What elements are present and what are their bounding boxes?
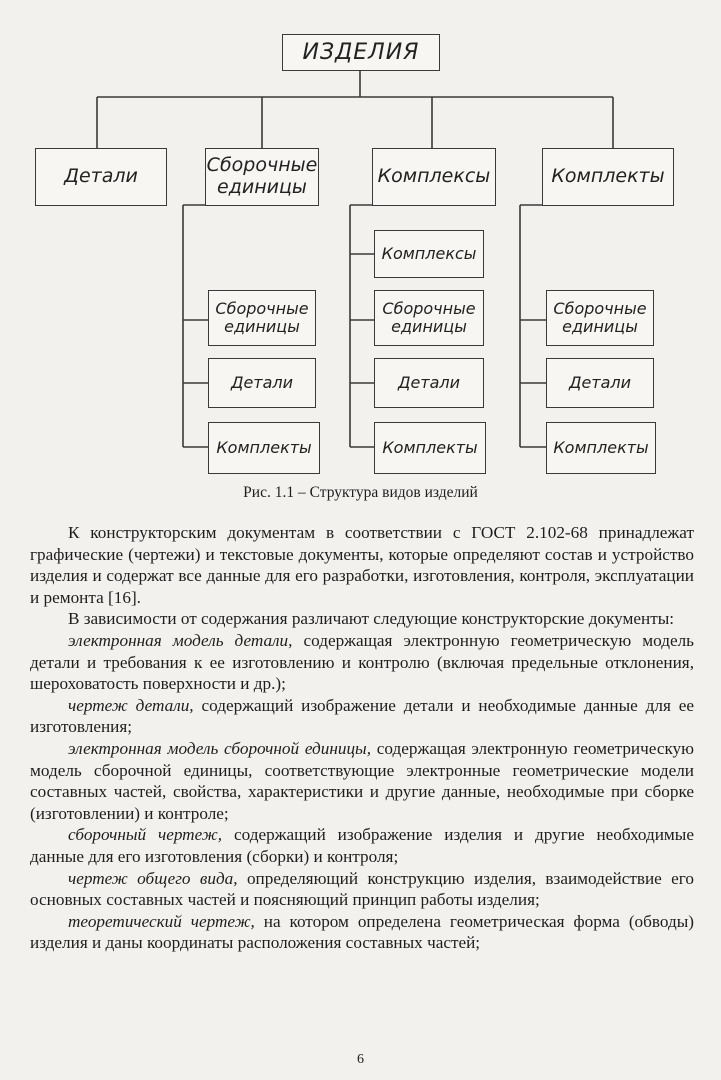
term: чертеж детали, [68,695,194,715]
paragraph: чертеж общего вида, определяющий констру… [30,868,695,910]
paragraph: электронная модель детали, содержащая эл… [30,630,694,694]
diagram-connectors [96,70,614,448]
node-kit-child-parts: Детали [546,358,654,408]
paragraph: В зависимости от содержания различают сл… [68,609,675,629]
node-kits: Комплекты [542,148,674,206]
node-assembly-child-assembly-units: Сборочные единицы [208,290,316,346]
term: электронная модель детали, [68,630,293,650]
node-complexes: Комплексы [372,148,496,206]
term: чертеж общего вида, [68,868,238,888]
paragraph: К конструкторским документам в соответст… [30,523,694,607]
term: теоретический чертеж, [68,911,255,931]
node-assembly-child-parts: Детали [208,358,316,408]
paragraph: чертеж детали, содержащий изображение де… [30,695,695,737]
node-complex-child-assembly-units: Сборочные единицы [374,290,484,346]
paragraph: электронная модель сборочной единицы, со… [30,738,694,823]
node-complex-child-parts: Детали [374,358,484,408]
page-number: 6 [357,1052,364,1067]
node-assembly-child-kits: Комплекты [208,422,320,474]
node-parts: Детали [35,148,167,206]
node-assembly-units: Сборочные единицы [205,148,319,206]
body-text: К конструкторским документам в соответст… [30,522,694,954]
paragraph: теоретический чертеж, на котором определ… [30,911,694,953]
figure-caption: Рис. 1.1 – Структура видов изделий [243,484,478,501]
product-structure-diagram: ИЗДЕЛИЯ Детали Сборочные единицы Комплек… [0,0,721,480]
term: сборочный чертеж, [68,825,223,845]
node-complex-child-complexes: Комплексы [374,230,484,278]
node-kit-child-assembly-units: Сборочные единицы [546,290,654,346]
node-products: ИЗДЕЛИЯ [282,34,440,71]
term: электронная модель сборочной единицы, [68,738,371,758]
paragraph: сборочный чертеж, содержащий изображение… [30,825,694,866]
node-kit-child-kits: Комплекты [546,422,656,474]
node-complex-child-kits: Комплекты [374,422,486,474]
